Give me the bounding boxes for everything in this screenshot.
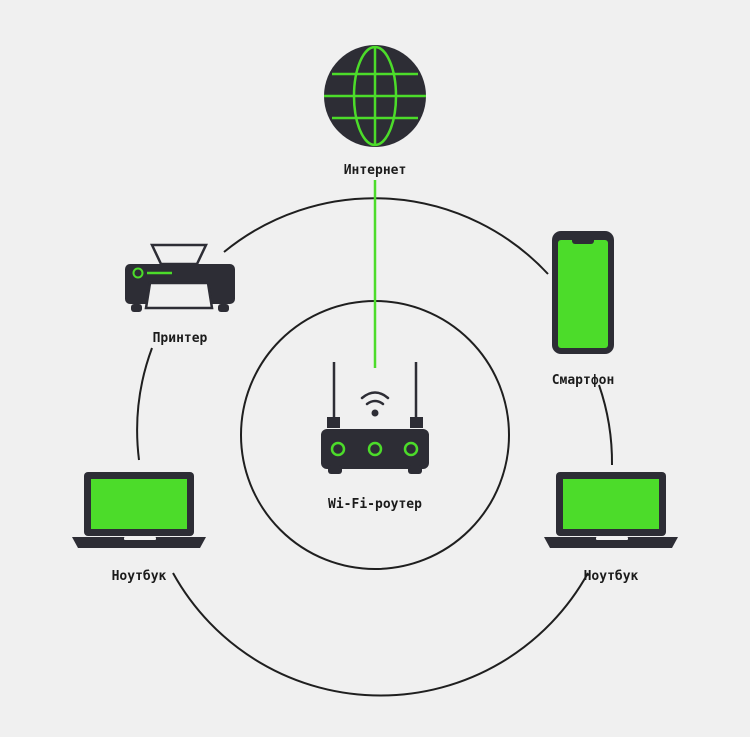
- laptop-icon-left[interactable]: [72, 472, 206, 548]
- printer-label: Принтер: [153, 331, 208, 346]
- laptop-left-label: Ноутбук: [112, 569, 167, 584]
- outer-ring: [136, 197, 614, 697]
- outer-ring-arc-right: [598, 384, 614, 466]
- smartphone-label: Смартфон: [552, 373, 615, 388]
- globe-icon[interactable]: [324, 45, 426, 147]
- laptop-icon-right[interactable]: [544, 472, 678, 548]
- laptop-right-label: Ноутбук: [584, 569, 639, 584]
- outer-ring-arc-left: [136, 347, 153, 461]
- smartphone-icon[interactable]: [552, 231, 614, 354]
- wifi-icon: [360, 391, 390, 417]
- outer-ring-arc-bottom: [172, 572, 589, 697]
- router-label: Wi-Fi-роутер: [328, 497, 422, 512]
- internet-label: Интернет: [344, 163, 407, 178]
- printer-icon[interactable]: [125, 243, 235, 312]
- outer-ring-arc-top: [223, 197, 549, 275]
- router-icon[interactable]: [321, 362, 429, 474]
